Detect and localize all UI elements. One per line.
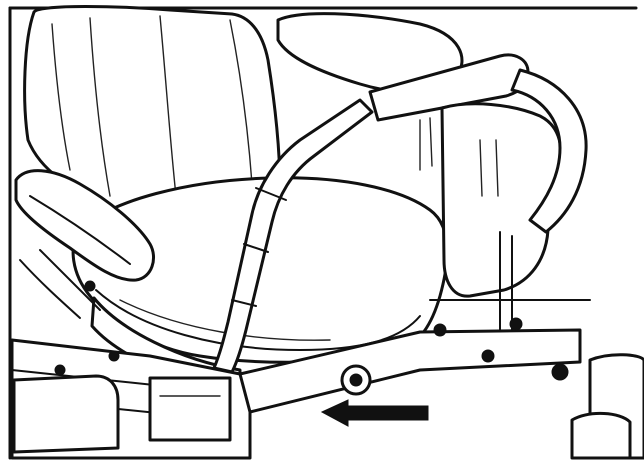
lower-left-box xyxy=(12,374,232,454)
direction-arrow xyxy=(320,399,429,427)
hardware-details xyxy=(54,280,569,381)
right-console xyxy=(276,12,588,298)
adjustment-knob xyxy=(340,364,372,396)
right-side-parts xyxy=(570,353,644,460)
left-armrest xyxy=(14,169,155,319)
seat-back xyxy=(23,5,282,212)
